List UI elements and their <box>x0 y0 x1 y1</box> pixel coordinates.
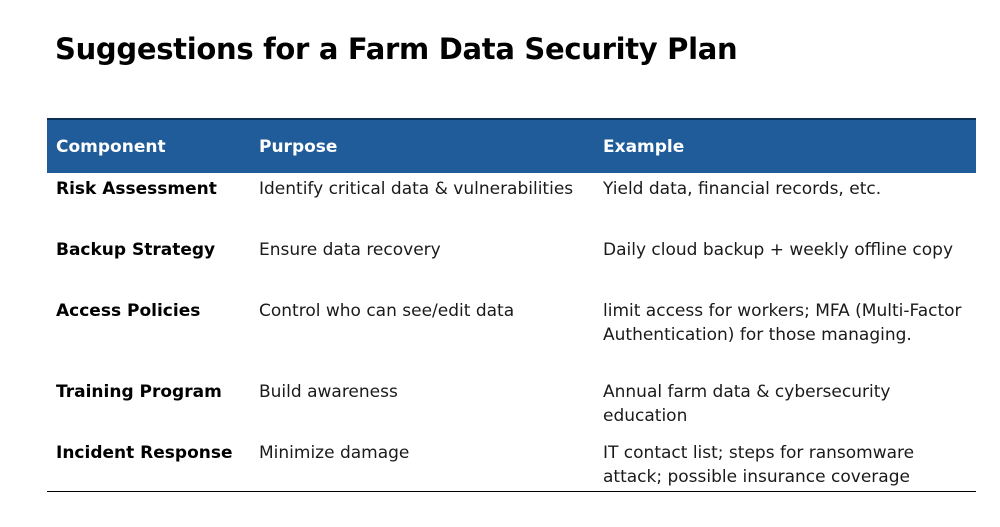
security-plan-table: Component Purpose Example Risk Assessmen… <box>47 118 976 492</box>
cell-component: Access Policies <box>56 301 201 321</box>
cell-example: limit access for workers; MFA (Multi-Fac… <box>603 301 962 345</box>
page-title: Suggestions for a Farm Data Security Pla… <box>55 32 738 66</box>
cell-purpose: Ensure data recovery <box>259 240 441 260</box>
table-row: Incident Response Minimize damage IT con… <box>47 437 976 492</box>
cell-component: Incident Response <box>47 437 250 492</box>
header-purpose: Purpose <box>250 118 594 173</box>
table-row: Access Policies Control who can see/edit… <box>47 295 976 376</box>
header-example: Example <box>594 118 976 173</box>
cell-example: IT contact list; steps for ransomware at… <box>594 437 976 492</box>
cell-example: Yield data, financial records, etc. <box>603 179 882 199</box>
table-body: Risk Assessment Identify critical data &… <box>47 173 976 492</box>
table-row: Backup Strategy Ensure data recovery Dai… <box>47 234 976 295</box>
cell-purpose: Identify critical data & vulnerabilities <box>259 179 574 199</box>
header-component: Component <box>47 118 250 173</box>
cell-purpose: Build awareness <box>259 382 398 402</box>
table-row: Training Program Build awareness Annual … <box>47 376 976 437</box>
cell-component: Training Program <box>56 382 222 402</box>
table-row: Risk Assessment Identify critical data &… <box>47 173 976 234</box>
cell-purpose: Minimize damage <box>250 437 594 492</box>
table-header: Component Purpose Example <box>47 118 976 173</box>
cell-component: Risk Assessment <box>56 179 217 199</box>
cell-component: Backup Strategy <box>56 240 216 260</box>
cell-example: Annual farm data & cybersecurity educati… <box>603 382 891 426</box>
cell-example: Daily cloud backup + weekly offline copy <box>603 240 954 260</box>
cell-purpose: Control who can see/edit data <box>259 301 515 321</box>
security-plan-table-container: Component Purpose Example Risk Assessmen… <box>47 118 976 492</box>
header-row: Component Purpose Example <box>47 118 976 173</box>
